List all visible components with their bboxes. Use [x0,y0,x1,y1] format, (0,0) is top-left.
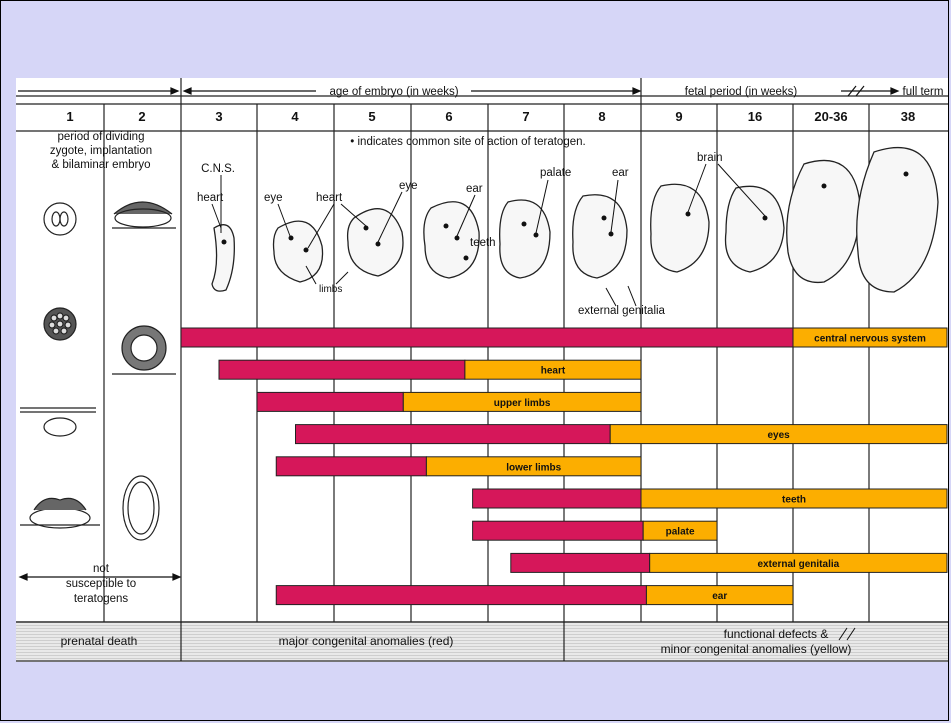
bar-major-palate [473,521,644,540]
col-label-9: 9 [675,109,682,124]
annotation-eye-4: eye [264,192,283,204]
footer-major-anomalies: major congenital anomalies (red) [279,634,454,648]
bar-major-teeth [473,489,641,508]
footer-prenatal-death: prenatal death [61,634,138,648]
full-term-label: full term [903,86,944,98]
sensitivity-bars: central nervous system heart upper limbs ey… [181,328,947,605]
bar-major-ear [276,586,646,605]
col-label-16: 16 [748,109,762,124]
embryo-illustrations [212,148,938,292]
bar-label-heart: heart [541,366,566,377]
bar-label-palate: palate [666,527,695,538]
col-label-38: 38 [901,109,915,124]
col-label-6: 6 [445,109,452,124]
footer-functional-line1: functional defects & [724,627,829,641]
bar-major-eyes [296,425,611,444]
annotation-external-genitalia: external genitalia [578,305,666,317]
annotation-cns: C.N.S. [201,163,235,175]
col-label-2: 2 [138,109,145,124]
teratogen-note: • indicates common site of action of ter… [350,136,585,148]
footer-functional-line2: minor congenital anomalies (yellow) [661,642,852,656]
col-label-20-36: 20-36 [814,109,847,124]
bar-label-upper-limbs: upper limbs [494,398,551,409]
annotation-brain: brain [697,152,723,164]
col-label-7: 7 [522,109,529,124]
annotation-heart-4: heart [316,192,343,204]
annotation-teeth: teeth [470,237,496,249]
bar-major-central-nervous-system [181,328,793,347]
not-susceptible-line1: not [93,563,110,575]
not-susceptible-line2: susceptible to [66,578,136,590]
col-label-5: 5 [368,109,375,124]
annotation-limbs: limbs [319,284,342,295]
bar-major-upper-limbs [257,392,403,411]
col1-text-line3: & bilaminar embryo [51,159,150,171]
bar-label-ear: ear [712,591,727,602]
bar-label-eyes: eyes [767,430,790,441]
annotation-heart-3: heart [197,192,224,204]
bar-label-teeth: teeth [782,495,806,506]
bar-major-external-genitalia [511,553,650,572]
col-label-4: 4 [291,109,299,124]
bar-label-external-genitalia: external genitalia [757,559,839,570]
col-label-3: 3 [215,109,222,124]
bar-major-heart [219,360,465,379]
col-label-1: 1 [66,109,73,124]
bar-major-lower-limbs [276,457,426,476]
column-labels: 1 2 3 4 5 6 7 8 9 16 20-36 38 [66,109,915,124]
bar-label-central-nervous-system: central nervous system [814,334,926,345]
annotation-ear-8: ear [612,167,629,179]
annotation-eye-5: eye [399,180,418,192]
annotation-palate: palate [540,167,571,179]
zygote-illustrations [20,202,176,540]
chart-svg: age of embryo (in weeks) fetal period (i… [16,78,948,662]
annotation-ear-6: ear [466,183,483,195]
col1-text-line1: period of dividing [58,131,145,143]
bar-label-lower-limbs: lower limbs [506,462,561,473]
embryo-age-label: age of embryo (in weeks) [329,86,458,98]
teratogen-sensitivity-chart: age of embryo (in weeks) fetal period (i… [16,78,948,662]
not-susceptible-line3: teratogens [74,593,129,605]
fetal-period-label: fetal period (in weeks) [685,86,798,98]
col-label-8: 8 [598,109,605,124]
col1-text-line2: zygote, implantation [50,145,152,157]
